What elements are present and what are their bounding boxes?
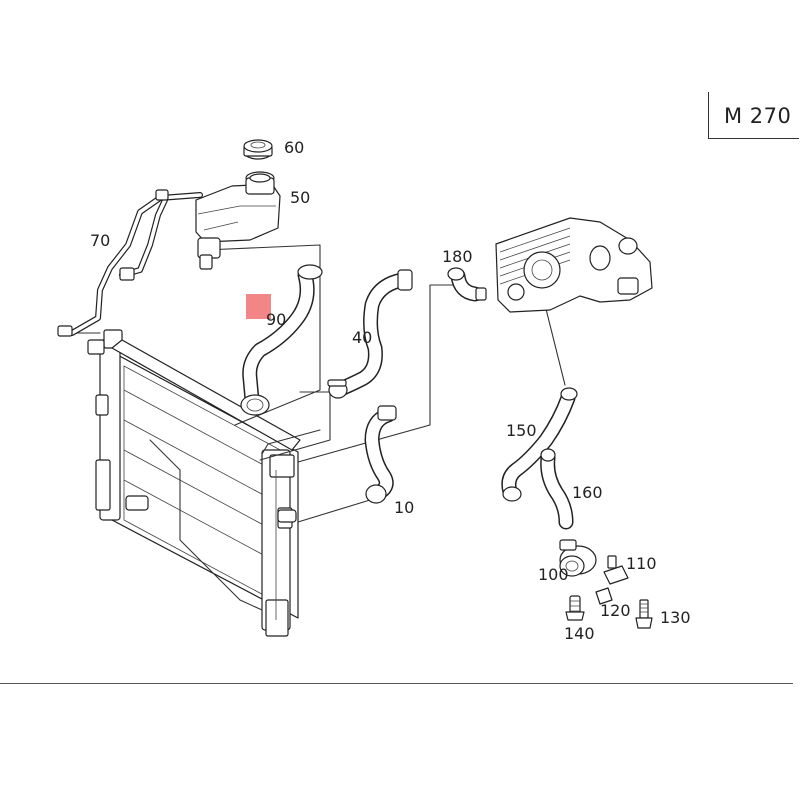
part-50-expansion-tank <box>195 171 281 270</box>
part-120-clamp <box>595 587 613 605</box>
callout-110: 110 <box>626 554 657 573</box>
part-110-bracket <box>603 555 629 585</box>
part-10-hose <box>364 405 397 504</box>
callout-50: 50 <box>290 188 311 207</box>
engine-component <box>495 217 653 313</box>
part-90-hose <box>240 264 323 416</box>
part-180-fitting <box>447 267 487 302</box>
callout-70: 70 <box>90 231 111 250</box>
part-140-bolt <box>565 595 585 621</box>
part-130-bolt <box>635 599 653 629</box>
part-40-hose <box>327 269 413 399</box>
part-70-bleed-line <box>57 189 203 337</box>
callout-10: 10 <box>394 498 415 517</box>
callout-150: 150 <box>506 421 537 440</box>
engine-code-box: M 270 <box>708 92 799 139</box>
part-160-hose <box>540 448 574 530</box>
bottom-divider <box>0 683 793 684</box>
callout-40: 40 <box>352 328 373 347</box>
highlight-marker <box>246 294 271 319</box>
part-100-pump <box>559 539 597 577</box>
callout-180: 180 <box>442 247 473 266</box>
part-60-cap <box>243 139 273 160</box>
callout-160: 160 <box>572 483 603 502</box>
engine-code-label: M 270 <box>724 104 792 128</box>
leader-lines <box>61 244 566 611</box>
callout-130: 130 <box>660 608 691 627</box>
callout-60: 60 <box>284 138 305 157</box>
part-150-hose <box>501 387 578 502</box>
callout-100: 100 <box>538 565 569 584</box>
callout-120: 120 <box>600 601 631 620</box>
callout-140: 140 <box>564 624 595 643</box>
radiator <box>87 329 301 637</box>
callout-90: 90 <box>266 310 287 329</box>
